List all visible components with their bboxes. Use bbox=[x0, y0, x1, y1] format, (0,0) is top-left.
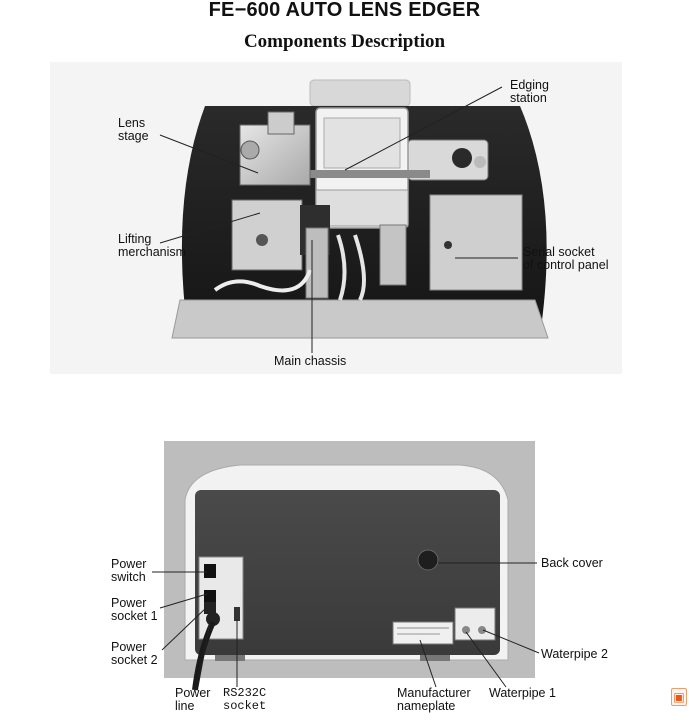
lens-edger-interior-photo bbox=[50, 62, 622, 374]
leader-power-socket-2 bbox=[161, 606, 208, 651]
leader-power-line bbox=[197, 621, 211, 688]
label-power-switch: Power switch bbox=[111, 557, 147, 584]
bottom-leader-lines bbox=[152, 562, 540, 688]
leader-lens-stage bbox=[159, 134, 259, 174]
label-manufacturer-nameplate: Manufacturer nameplate bbox=[397, 686, 471, 713]
leader-waterpipe-2 bbox=[482, 629, 540, 654]
document-icon[interactable]: ▣ bbox=[671, 688, 687, 706]
label-waterpipe-2: Waterpipe 2 bbox=[541, 647, 608, 661]
leader-manufacturer-nameplate bbox=[419, 639, 437, 688]
label-lifting-mechanism: Lifting merchanism bbox=[118, 232, 187, 259]
leader-power-socket-1 bbox=[159, 593, 208, 609]
label-power-line: Power line bbox=[175, 686, 211, 713]
leader-edging-station bbox=[344, 86, 503, 171]
top-leader-lines bbox=[159, 86, 518, 353]
page-title: FE−600 AUTO LENS EDGER bbox=[208, 0, 481, 21]
label-serial-socket: Serial socket of control panel bbox=[523, 245, 609, 272]
leader-lifting-mechanism bbox=[159, 212, 261, 244]
label-edging-station: Edging station bbox=[510, 78, 549, 105]
label-lens-stage: Lens stage bbox=[118, 116, 149, 143]
leader-waterpipe-1 bbox=[465, 631, 507, 688]
page-subtitle: Components Description bbox=[243, 31, 446, 52]
label-power-socket-1: Power socket 1 bbox=[111, 596, 158, 623]
lens-edger-back-photo bbox=[164, 441, 535, 691]
label-back-cover: Back cover bbox=[541, 556, 603, 570]
label-rs232c-socket: RS232C socket bbox=[223, 686, 267, 713]
label-main-chassis: Main chassis bbox=[274, 354, 347, 368]
label-waterpipe-1: Waterpipe 1 bbox=[489, 686, 556, 700]
label-power-socket-2: Power socket 2 bbox=[111, 640, 158, 667]
